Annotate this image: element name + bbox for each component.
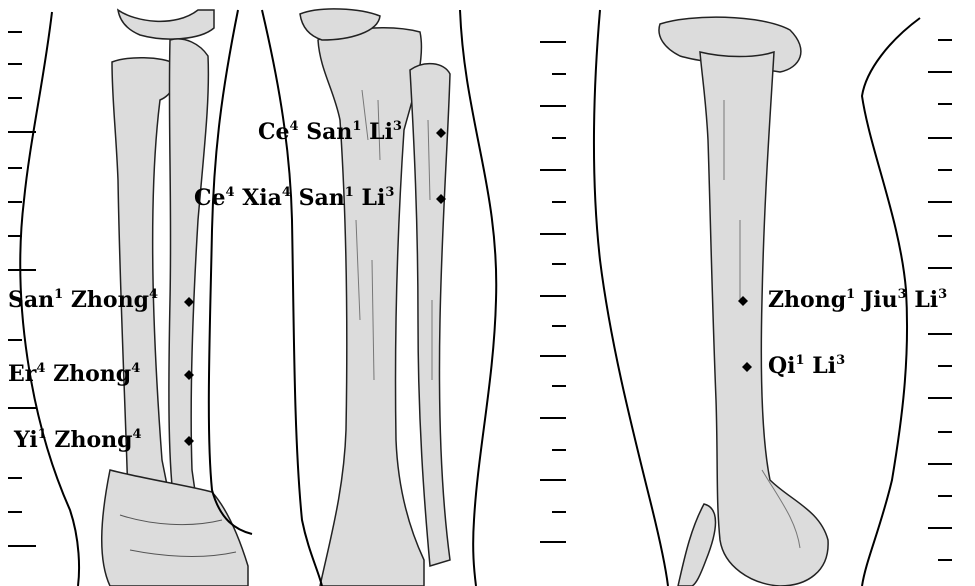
point-label-er-zhong: Er4 Zhong4 [8,362,140,386]
leg-outline-right [460,10,496,586]
lower-leg-panel [262,9,496,586]
fibula-bone [410,64,450,566]
point-label-yi-zhong: Yi1 Zhong4 [14,428,142,452]
forearm-outline-right [209,10,252,534]
arm-scale-ticks-left [540,42,566,542]
point-label-zhong-jiu-li: Zhong1 Jiu3 Li3 [768,288,947,312]
arm-outline-left [594,10,668,586]
tibia-bone [318,28,424,586]
point-label-ce-xia-san-li: Ce4 Xia4 San1 Li3 [194,186,394,210]
forearm-top-bone [118,10,214,39]
point-markers [184,128,752,446]
ulna-bone [169,39,209,520]
point-label-ce-san-li: Ce4 San1 Li3 [258,120,402,144]
wrist-bones [102,470,248,586]
point-label-qi-li: Qi1 Li3 [768,354,845,378]
elbow-bone [678,504,716,586]
point-label-san-zhong: San1 Zhong4 [8,288,158,312]
humerus-bone [700,52,828,586]
leg-outline-left [262,10,322,586]
